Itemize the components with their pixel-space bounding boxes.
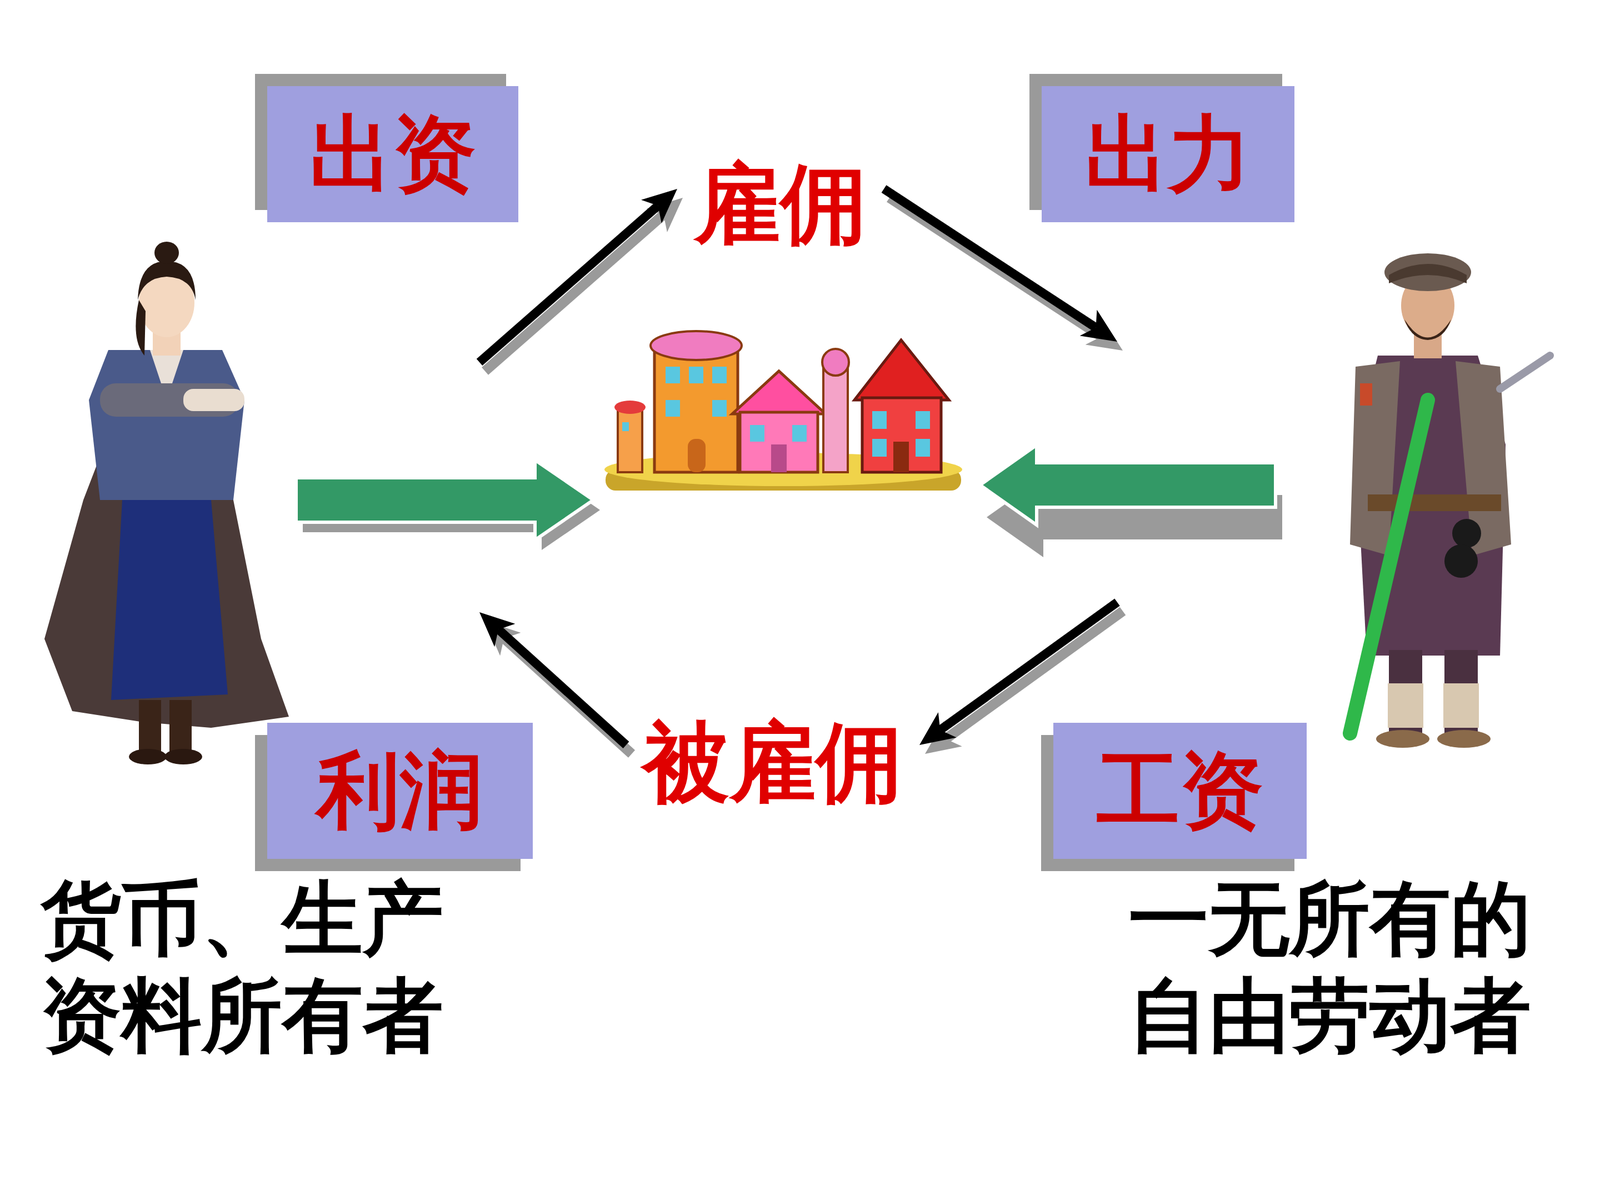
relation-label: 雇佣 <box>688 151 873 258</box>
houses-illustration-part <box>712 400 727 417</box>
green-arrow-right <box>980 445 1283 558</box>
capitalist-figure-part <box>135 300 146 356</box>
houses-illustration-part <box>854 340 949 400</box>
arrow-shadow <box>485 214 664 372</box>
process-box: 出资 <box>267 86 519 223</box>
node-text: 被雇佣 <box>642 715 903 811</box>
capitalist-figure-part <box>169 700 192 756</box>
worker-figure-part <box>1384 253 1472 292</box>
capitalist-figure-part <box>154 241 179 264</box>
capitalist-figure-part <box>111 500 228 700</box>
process-box: 出力 <box>1041 86 1295 223</box>
houses-illustration-part <box>862 397 942 473</box>
capitalist-figure-part <box>128 748 167 765</box>
worker-figure-part <box>1452 518 1482 548</box>
houses-illustration-part <box>872 438 887 457</box>
worker-figure-part <box>1444 544 1478 578</box>
arrow-shadow <box>945 611 1123 739</box>
worker-figure-part <box>1500 355 1550 389</box>
result-box: 利润 <box>267 722 533 859</box>
houses-illustration-part <box>740 412 818 473</box>
houses-illustration-part <box>687 438 706 473</box>
houses-illustration-part <box>665 400 680 417</box>
green-arrow-right-part <box>980 445 1276 525</box>
houses-illustration-part <box>654 347 738 473</box>
worker-figure-part <box>1387 683 1424 728</box>
capitalist-figure-part <box>137 261 196 300</box>
node-text: 出力 <box>1085 108 1252 200</box>
houses-illustration-part <box>915 438 930 457</box>
houses-illustration-part <box>872 411 887 429</box>
owner-caption: 一无所有的 自由劳动者 <box>1128 870 1551 1064</box>
houses-illustration-part <box>915 411 930 429</box>
owner-caption: 货币、生产 资料所有者 <box>40 870 463 1064</box>
capitalist-figure-part <box>164 748 203 765</box>
houses-illustration-part <box>732 371 826 414</box>
green-arrow-left-part <box>296 460 594 540</box>
node-text: 出资 <box>309 108 477 200</box>
houses-illustration-part <box>622 422 629 432</box>
worker-figure-part <box>1437 730 1491 748</box>
houses-illustration-part <box>822 348 849 376</box>
capitalist-figure-part <box>138 700 162 756</box>
houses-illustration <box>604 331 963 491</box>
houses-illustration-part <box>750 425 765 442</box>
capitalist-figure-part <box>88 350 245 500</box>
flow-arrow <box>479 205 664 372</box>
houses-illustration-part <box>893 441 909 473</box>
node-text: 利润 <box>316 745 484 837</box>
houses-illustration-part <box>823 366 848 473</box>
arrow-line <box>479 205 658 363</box>
node-text: 工资 <box>1096 745 1264 837</box>
houses-illustration-part <box>665 366 680 384</box>
houses-illustration-part <box>650 331 742 360</box>
houses-illustration-part <box>688 366 704 384</box>
worker-figure-part <box>1404 319 1452 340</box>
houses-illustration-part <box>712 366 727 384</box>
worker-figure-part <box>1443 683 1479 728</box>
worker-figure-part <box>1350 400 1428 734</box>
houses-illustration-part <box>614 400 646 414</box>
worker-figure-part <box>1367 494 1502 512</box>
person-node: 一无所有的 自由劳动者 <box>1128 250 1557 1064</box>
houses-illustration-part <box>617 408 643 473</box>
capitalist-figure-part <box>183 388 245 412</box>
capitalist-figure-part <box>44 355 289 728</box>
worker-figure-part <box>1360 383 1373 406</box>
worker-figure-part <box>1376 730 1430 748</box>
green-arrow-left <box>296 460 600 550</box>
houses-illustration-part <box>771 444 787 473</box>
flow-arrow <box>940 602 1123 739</box>
worker-figure <box>1350 253 1550 748</box>
result-box: 工资 <box>1053 722 1307 859</box>
node-text: 雇佣 <box>693 156 868 253</box>
houses-illustration-part <box>792 425 807 442</box>
capitalist-figure <box>44 241 289 765</box>
worker-figure-part <box>1388 263 1467 284</box>
arrow-line <box>940 602 1118 730</box>
relation-label: 被雇佣 <box>637 709 909 817</box>
person-node: 货币、生产 资料所有者 <box>40 229 469 1064</box>
